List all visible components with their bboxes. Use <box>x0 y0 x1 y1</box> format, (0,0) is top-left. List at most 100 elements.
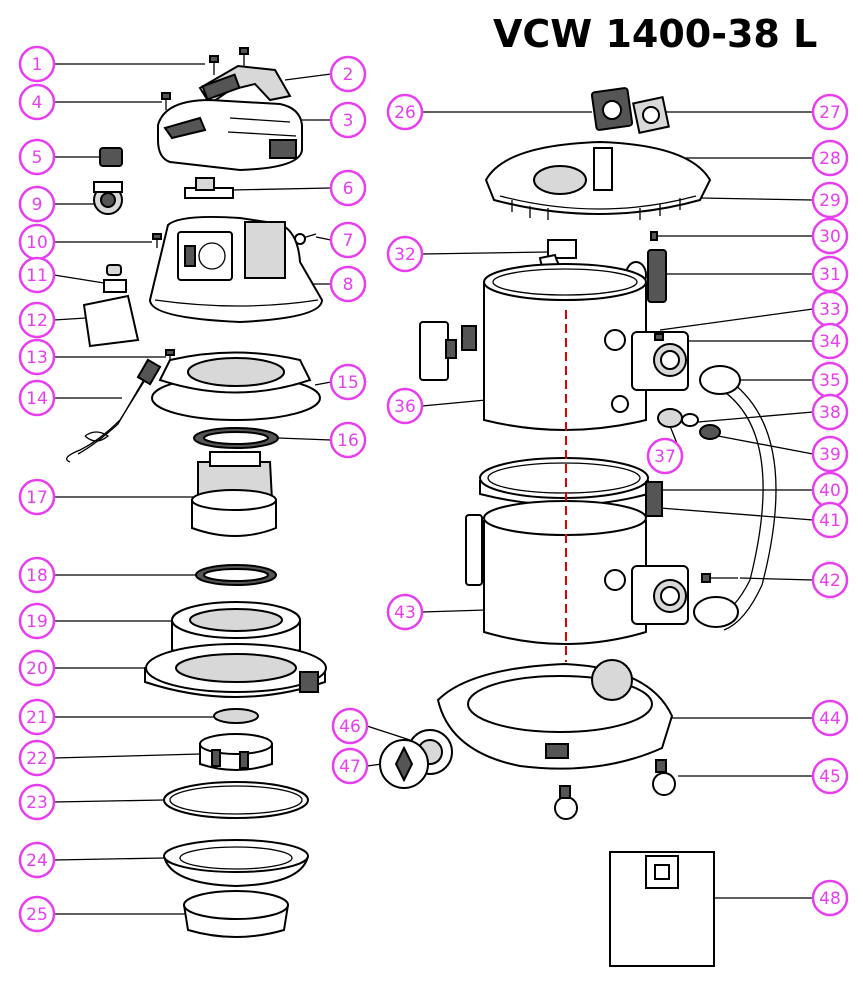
callout-label-3: 3 <box>343 111 354 131</box>
callout-label-36: 36 <box>394 397 416 417</box>
part-castor-45 <box>554 759 676 820</box>
callout-15: 15 <box>329 363 367 401</box>
callout-label-15: 15 <box>337 373 359 393</box>
part-ring-18 <box>195 564 277 586</box>
callout-41: 41 <box>811 501 849 539</box>
part-fittings <box>657 408 721 440</box>
leader-line-2 <box>284 73 332 81</box>
callout-7: 7 <box>329 221 367 259</box>
part-filter-pad <box>82 294 140 348</box>
part-motor-cover <box>157 98 303 172</box>
part-screw-7 <box>294 233 317 245</box>
part-disc-21 <box>213 708 259 724</box>
leader-line-36 <box>421 399 487 407</box>
callout-47: 47 <box>331 747 369 785</box>
part-hose <box>693 365 777 631</box>
part-hubcap-47 <box>379 739 429 789</box>
part-flange-27 <box>632 96 670 134</box>
callout-label-38: 38 <box>819 403 841 423</box>
part-screw-10 <box>152 233 162 248</box>
callout-label-41: 41 <box>819 511 841 531</box>
leader-line-39 <box>717 435 814 455</box>
callout-28: 28 <box>811 139 849 177</box>
callout-label-45: 45 <box>819 767 841 787</box>
part-ring-clamp <box>479 457 663 517</box>
callout-label-9: 9 <box>32 195 43 215</box>
callout-25: 25 <box>18 895 56 933</box>
callout-46: 46 <box>331 707 369 745</box>
callout-label-32: 32 <box>394 245 416 265</box>
callout-label-42: 42 <box>819 571 841 591</box>
leader-line-46 <box>366 725 411 741</box>
callout-label-21: 21 <box>26 708 48 728</box>
callout-label-1: 1 <box>32 55 43 75</box>
callout-label-24: 24 <box>26 851 48 871</box>
callout-label-6: 6 <box>343 179 354 199</box>
diagram-title: VCW 1400-38 L <box>493 12 818 56</box>
callout-label-14: 14 <box>26 389 48 409</box>
part-side-port <box>631 331 689 391</box>
part-socket <box>93 181 123 215</box>
part-dust-bag <box>609 851 715 967</box>
callout-5: 5 <box>18 138 56 176</box>
leader-line-16 <box>277 437 332 441</box>
callout-23: 23 <box>18 783 56 821</box>
callout-label-31: 31 <box>819 265 841 285</box>
callout-label-30: 30 <box>819 227 841 247</box>
callout-3: 3 <box>329 101 367 139</box>
callout-label-18: 18 <box>26 566 48 586</box>
callout-33: 33 <box>811 290 849 328</box>
callout-label-40: 40 <box>819 481 841 501</box>
part-switch <box>99 147 123 167</box>
callout-label-7: 7 <box>343 231 354 251</box>
callout-label-44: 44 <box>819 709 841 729</box>
callout-48: 48 <box>811 879 849 917</box>
leader-line-43 <box>421 609 487 613</box>
callout-29: 29 <box>811 181 849 219</box>
callout-label-25: 25 <box>26 905 48 925</box>
callout-label-37: 37 <box>654 447 676 467</box>
callout-14: 14 <box>18 379 56 417</box>
leader-line-42 <box>739 577 814 581</box>
callout-label-43: 43 <box>394 603 416 623</box>
leader-line-32 <box>421 251 549 255</box>
callout-8: 8 <box>329 265 367 303</box>
callout-27: 27 <box>811 93 849 131</box>
callout-label-16: 16 <box>337 431 359 451</box>
callout-26: 26 <box>386 93 424 131</box>
callout-32: 32 <box>386 235 424 273</box>
part-clip-11 <box>103 264 127 293</box>
leader-line-11 <box>53 274 105 284</box>
callout-11: 11 <box>18 256 56 294</box>
part-base <box>436 659 674 770</box>
callout-label-26: 26 <box>394 103 416 123</box>
callout-35: 35 <box>811 361 849 399</box>
callout-4: 4 <box>18 83 56 121</box>
callout-18: 18 <box>18 556 56 594</box>
part-upper-plate <box>151 351 321 421</box>
leader-line-41 <box>659 507 814 521</box>
leader-line-7 <box>315 236 332 241</box>
callout-label-47: 47 <box>339 757 361 777</box>
leader-lines <box>53 63 814 915</box>
callout-45: 45 <box>811 757 849 795</box>
callout-20: 20 <box>18 649 56 687</box>
leader-line-22 <box>53 753 201 759</box>
callout-label-34: 34 <box>819 332 841 352</box>
part-lower-tank <box>465 500 689 645</box>
callout-12: 12 <box>18 301 56 339</box>
callout-21: 21 <box>18 698 56 736</box>
callout-label-20: 20 <box>26 659 48 679</box>
callout-16: 16 <box>329 421 367 459</box>
callout-label-27: 27 <box>819 103 841 123</box>
part-lid <box>484 140 712 220</box>
part-tank-clips <box>419 321 477 381</box>
callout-label-28: 28 <box>819 149 841 169</box>
callout-label-19: 19 <box>26 612 48 632</box>
callout-1: 1 <box>18 45 56 83</box>
callout-40: 40 <box>811 471 849 509</box>
callout-6: 6 <box>329 169 367 207</box>
callout-label-46: 46 <box>339 717 361 737</box>
leader-line-29 <box>699 197 814 201</box>
